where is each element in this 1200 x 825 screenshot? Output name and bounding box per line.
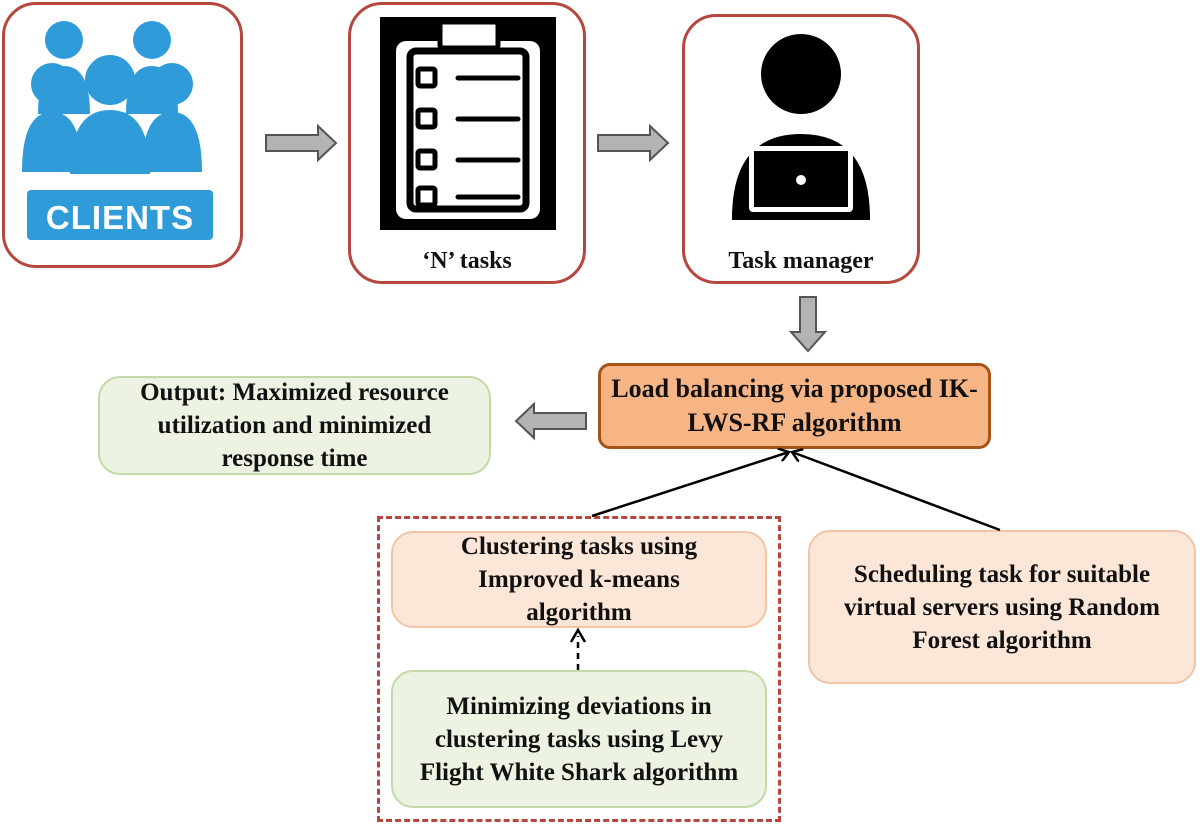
clients-card: CLIENTS	[2, 2, 243, 268]
clipboard-icon	[380, 17, 556, 230]
arrow-load-balancing-to-output	[514, 401, 587, 441]
scheduling-text: Scheduling task for suitable virtual ser…	[844, 560, 1160, 654]
clients-icon	[22, 21, 213, 240]
clustering-box: Clustering tasks using Improved k-means …	[391, 531, 767, 628]
clients-badge-label: CLIENTS	[45, 199, 195, 236]
clustering-text: Clustering tasks using Improved k-means …	[460, 533, 698, 626]
arrow-clients-to-tasks	[265, 123, 338, 163]
tasks-label: ‘N’ tasks	[422, 248, 512, 274]
task-manager-label: Task manager	[728, 248, 874, 274]
load-balancing-box: Load balancing via proposed IK-LWS-RF al…	[598, 363, 991, 449]
arrow-manager-to-load-balancing	[788, 296, 828, 353]
output-text: Output: Maximized resource utilization a…	[140, 379, 449, 472]
output-box: Output: Maximized resource utilization a…	[98, 376, 491, 475]
arrow-tasks-to-manager	[597, 123, 670, 163]
arrow-clustering-to-load-balancing	[591, 452, 789, 518]
minimizing-box: Minimizing deviations in clustering task…	[391, 670, 767, 808]
person-laptop-icon	[732, 34, 870, 220]
scheduling-box: Scheduling task for suitable virtual ser…	[808, 530, 1196, 684]
task-manager-card: Task manager	[682, 14, 920, 284]
arrow-scheduling-to-load-balancing	[792, 452, 1001, 532]
tasks-card: ‘N’ tasks	[348, 2, 586, 284]
load-balancing-text: Load balancing via proposed IK-LWS-RF al…	[611, 374, 978, 437]
minimizing-text: Minimizing deviations in clustering task…	[419, 692, 739, 786]
clustering-group-dashed-frame	[377, 516, 781, 822]
